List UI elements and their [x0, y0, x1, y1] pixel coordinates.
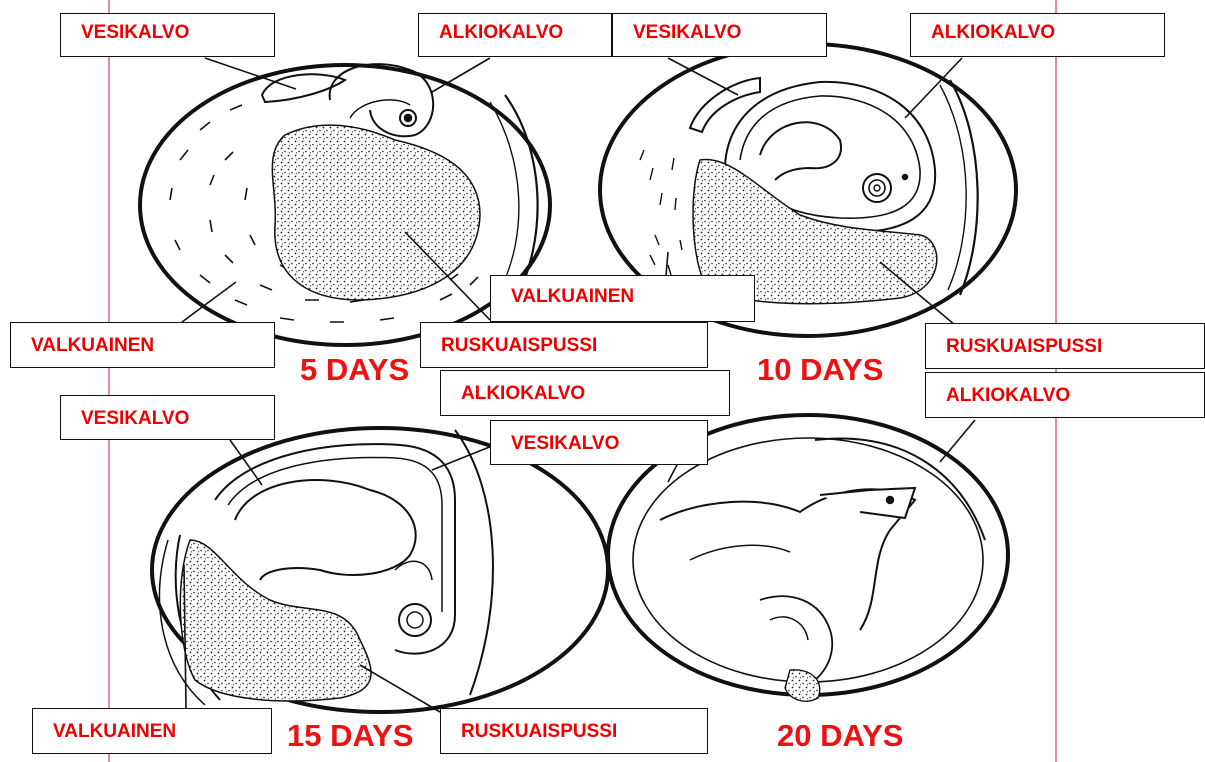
- label-valkuainen-upper: VALKUAINEN: [490, 275, 755, 322]
- label-vesikalvo-10-days: VESIKALVO: [612, 13, 827, 57]
- caption-15-days: 15 DAYS: [287, 718, 413, 754]
- label-alkiokalvo-5-days: ALKIOKALVO: [418, 13, 612, 57]
- label-valkuainen-5-days: VALKUAINEN: [10, 322, 275, 368]
- label-ruskuaispussi-5-days: RUSKUAISPUSSI: [420, 322, 708, 368]
- label-vesikalvo-inner-15-days: VESIKALVO: [490, 420, 708, 465]
- egg-5-days: [140, 64, 550, 345]
- label-ruskuaispussi-10-days: RUSKUAISPUSSI: [925, 323, 1205, 369]
- egg-15-days: [152, 428, 608, 712]
- label-vesikalvo-15-days: VESIKALVO: [60, 395, 275, 440]
- label-alkiokalvo-20-days: ALKIOKALVO: [925, 372, 1205, 418]
- label-valkuainen-15-days: VALKUAINEN: [32, 708, 272, 754]
- label-alkiokalvo-15-days: ALKIOKALVO: [440, 370, 730, 416]
- label-alkiokalvo-10-days: ALKIOKALVO: [910, 13, 1165, 57]
- caption-20-days: 20 DAYS: [777, 718, 903, 754]
- label-ruskuaispussi-15-days: RUSKUAISPUSSI: [440, 708, 708, 754]
- caption-5-days: 5 DAYS: [300, 352, 409, 388]
- label-vesikalvo-5-days: VESIKALVO: [60, 13, 275, 57]
- caption-10-days: 10 DAYS: [757, 352, 883, 388]
